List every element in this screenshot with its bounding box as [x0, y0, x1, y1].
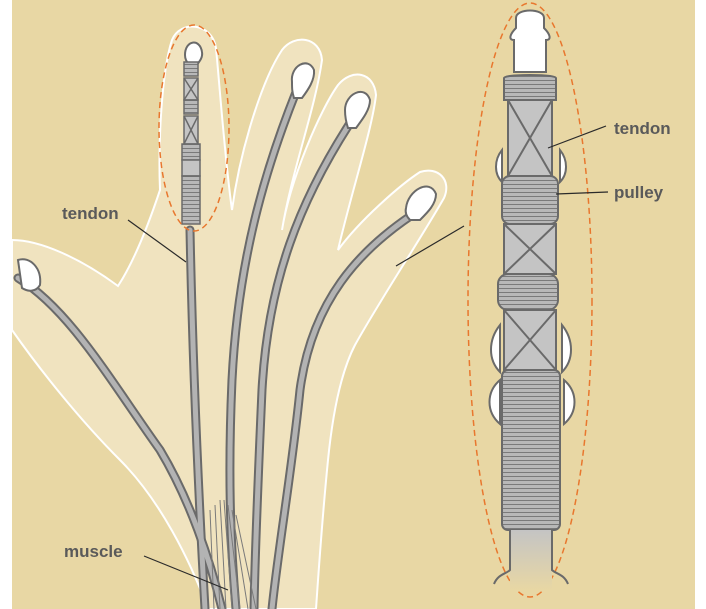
label-pulley: pulley	[614, 183, 664, 202]
left-margin	[0, 0, 12, 609]
right-margin	[695, 0, 706, 609]
label-tendon-hand: tendon	[62, 204, 119, 223]
label-tendon-detail: tendon	[614, 119, 671, 138]
label-muscle: muscle	[64, 542, 123, 561]
index-finger-detail	[182, 62, 200, 224]
